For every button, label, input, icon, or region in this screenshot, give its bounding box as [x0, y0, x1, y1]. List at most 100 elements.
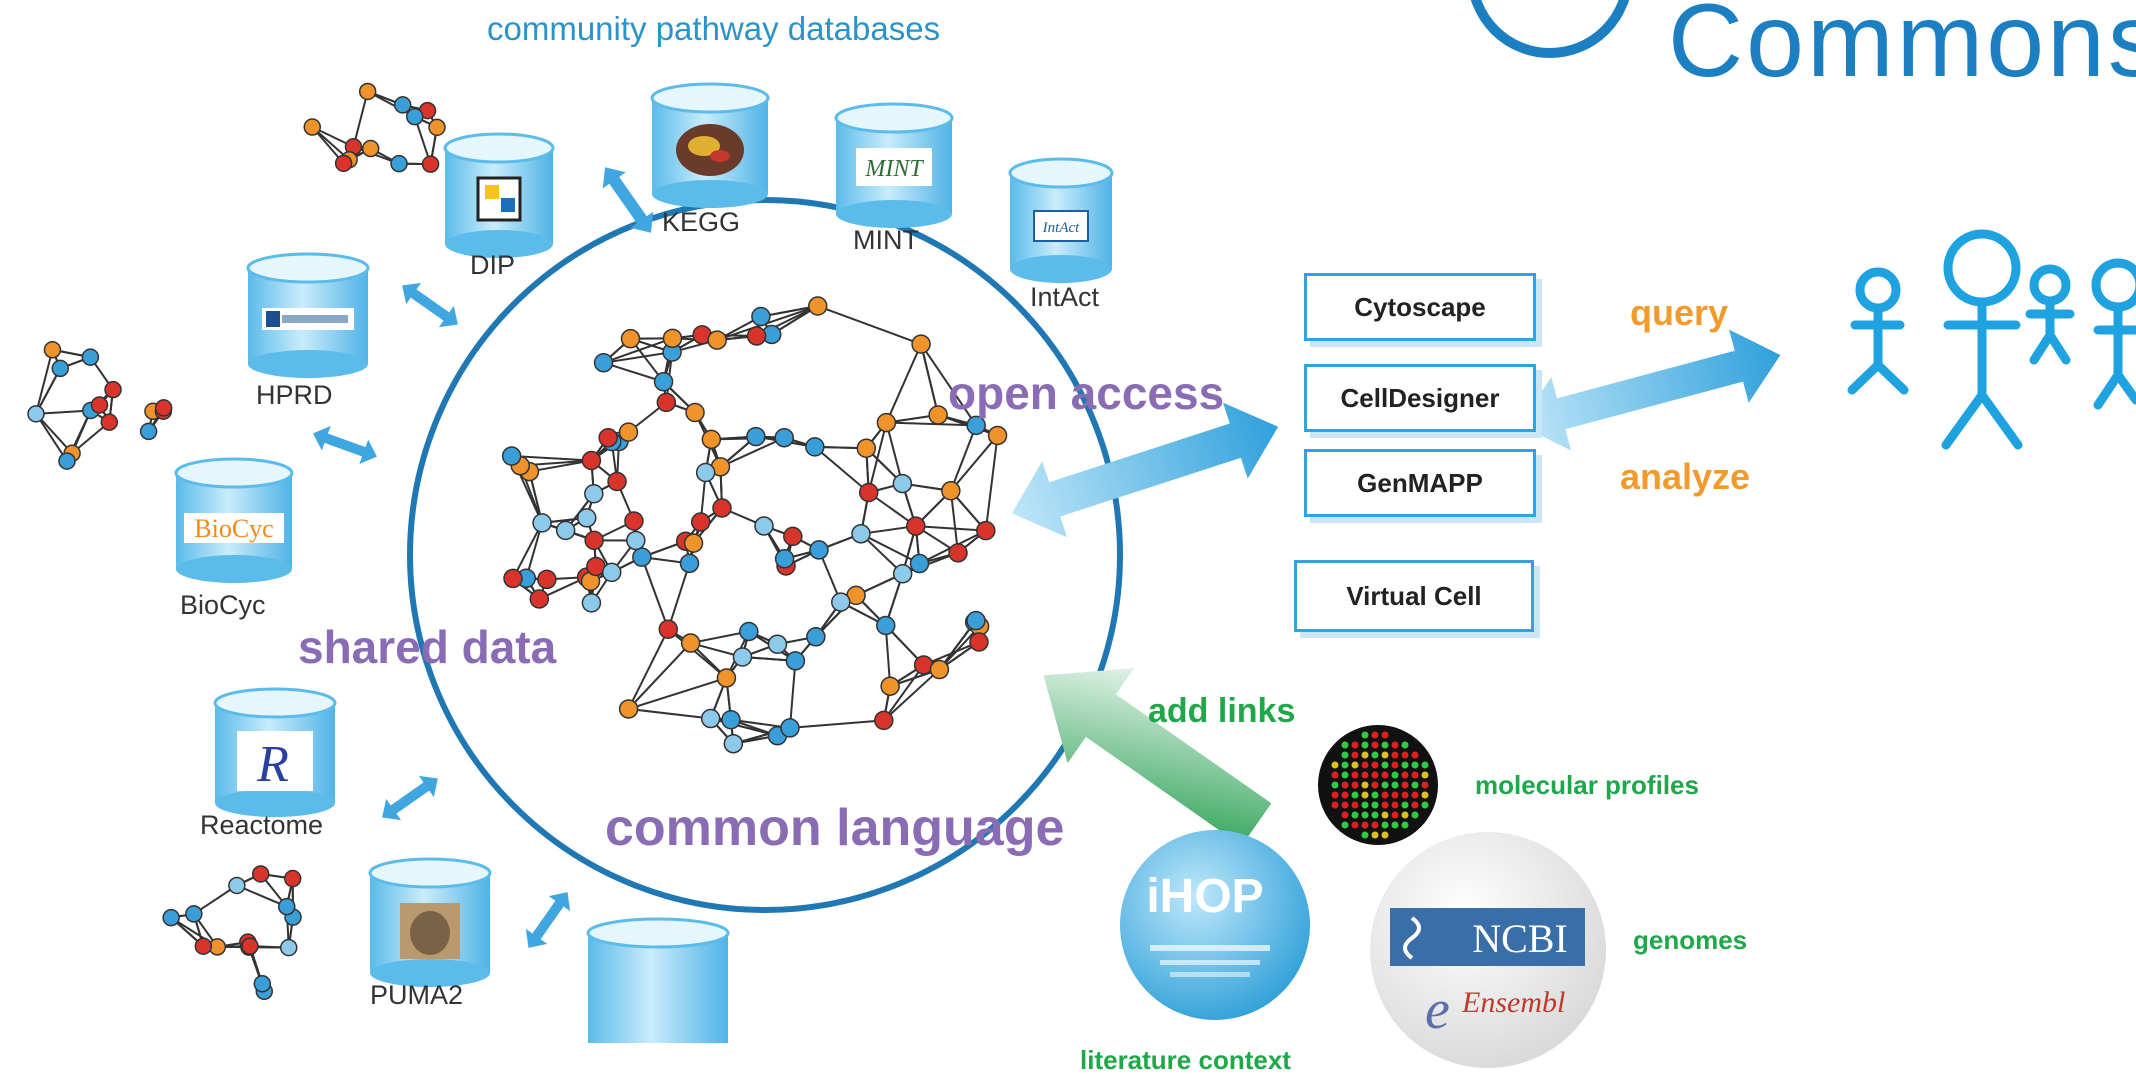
network-node	[877, 414, 895, 432]
network-node	[582, 594, 600, 612]
microarray-spot	[1362, 822, 1369, 829]
network-node	[620, 423, 638, 441]
genomes-label: genomes	[1633, 925, 1747, 956]
network-node	[912, 335, 930, 353]
network-node	[930, 661, 948, 679]
microarray-spot	[1402, 782, 1409, 789]
microarray-spot	[1392, 812, 1399, 819]
microarray-spot	[1382, 752, 1389, 759]
microarray-spot	[1402, 802, 1409, 809]
microarray-spot	[1332, 782, 1339, 789]
network-node	[533, 514, 551, 532]
microarray-spot	[1422, 762, 1429, 769]
microarray-spot	[1352, 742, 1359, 749]
microarray-spot	[1362, 812, 1369, 819]
network-node	[755, 517, 773, 535]
microarray-spot	[1372, 802, 1379, 809]
microarray-spot	[1422, 792, 1429, 799]
network-node	[336, 155, 352, 171]
network-node	[595, 354, 613, 372]
network-node	[807, 628, 825, 646]
network-node	[949, 544, 967, 562]
microarray-spot	[1352, 802, 1359, 809]
microarray-spot	[1382, 772, 1389, 779]
central-network	[503, 297, 1007, 753]
network-node	[747, 428, 765, 446]
network-node	[768, 635, 786, 653]
microarray-spot	[1372, 822, 1379, 829]
network-node	[702, 430, 720, 448]
microarray-spot	[1342, 792, 1349, 799]
network-node	[186, 906, 202, 922]
tool-virtual-cell: Virtual Cell	[1294, 560, 1534, 632]
network-node	[786, 652, 804, 670]
network-node	[82, 349, 98, 365]
common-language-label: common language	[605, 798, 1064, 858]
arrow-dip	[395, 275, 466, 335]
network-node	[989, 426, 1007, 444]
microarray-spot	[1372, 782, 1379, 789]
microarray-spot	[1352, 792, 1359, 799]
network-node	[195, 938, 211, 954]
network-node	[907, 517, 925, 535]
network-node	[620, 700, 638, 718]
arrow-puma2	[518, 885, 578, 956]
analyze-label: analyze	[1620, 456, 1750, 498]
database-cylinder-biocyc: BioCyc	[176, 459, 292, 583]
microarray-spot	[1392, 762, 1399, 769]
network-node	[360, 83, 376, 99]
network-node	[692, 513, 710, 531]
microarray-spot	[1352, 772, 1359, 779]
network-node	[254, 976, 270, 992]
microarray-spot	[1342, 772, 1349, 779]
network-node	[504, 569, 522, 587]
biocyc-logo: BioCyc	[194, 514, 273, 543]
tool-cytoscape: Cytoscape	[1304, 273, 1536, 341]
network-node	[423, 156, 439, 172]
ncbi-ensembl-logo-icon: NCBI e Ensembl	[1370, 832, 1606, 1068]
ihop-logo-icon: iHOP	[1120, 830, 1310, 1020]
microarray-spot	[1392, 742, 1399, 749]
network-node	[28, 406, 44, 422]
microarray-spot	[1362, 762, 1369, 769]
network-node	[627, 531, 645, 549]
microarray-spot	[1372, 792, 1379, 799]
network-node	[599, 429, 617, 447]
users-icon	[1852, 234, 2136, 445]
database-cylinder-puma2	[370, 859, 490, 987]
microarray-spot	[1382, 762, 1389, 769]
microarray-spot	[1332, 792, 1339, 799]
network-node	[748, 327, 766, 345]
microarray-spot	[1402, 762, 1409, 769]
network-node	[105, 382, 121, 398]
network-node	[407, 109, 423, 125]
network-node	[708, 331, 726, 349]
network-node	[281, 940, 297, 956]
label-dip: DIP	[470, 250, 515, 281]
label-reactome: Reactome	[200, 810, 323, 841]
network-node	[775, 429, 793, 447]
microarray-spot	[1342, 812, 1349, 819]
label-intact: IntAct	[1030, 282, 1099, 313]
microarray-spot	[1362, 792, 1369, 799]
microarray-spot	[1362, 802, 1369, 809]
network-node	[655, 373, 673, 391]
network-node	[585, 485, 603, 503]
network-node	[682, 634, 700, 652]
network-node	[156, 400, 172, 416]
network-node	[722, 711, 740, 729]
network-node	[776, 550, 794, 568]
network-node	[877, 616, 895, 634]
microarray-spot	[1412, 802, 1419, 809]
network-node	[733, 648, 751, 666]
network-node	[680, 554, 698, 572]
network-node	[92, 397, 108, 413]
microarray-spot	[1352, 822, 1359, 829]
network-node	[697, 464, 715, 482]
microarray-spot	[1412, 762, 1419, 769]
microarray-spot	[1382, 732, 1389, 739]
network-node	[784, 527, 802, 545]
network-node	[657, 393, 675, 411]
